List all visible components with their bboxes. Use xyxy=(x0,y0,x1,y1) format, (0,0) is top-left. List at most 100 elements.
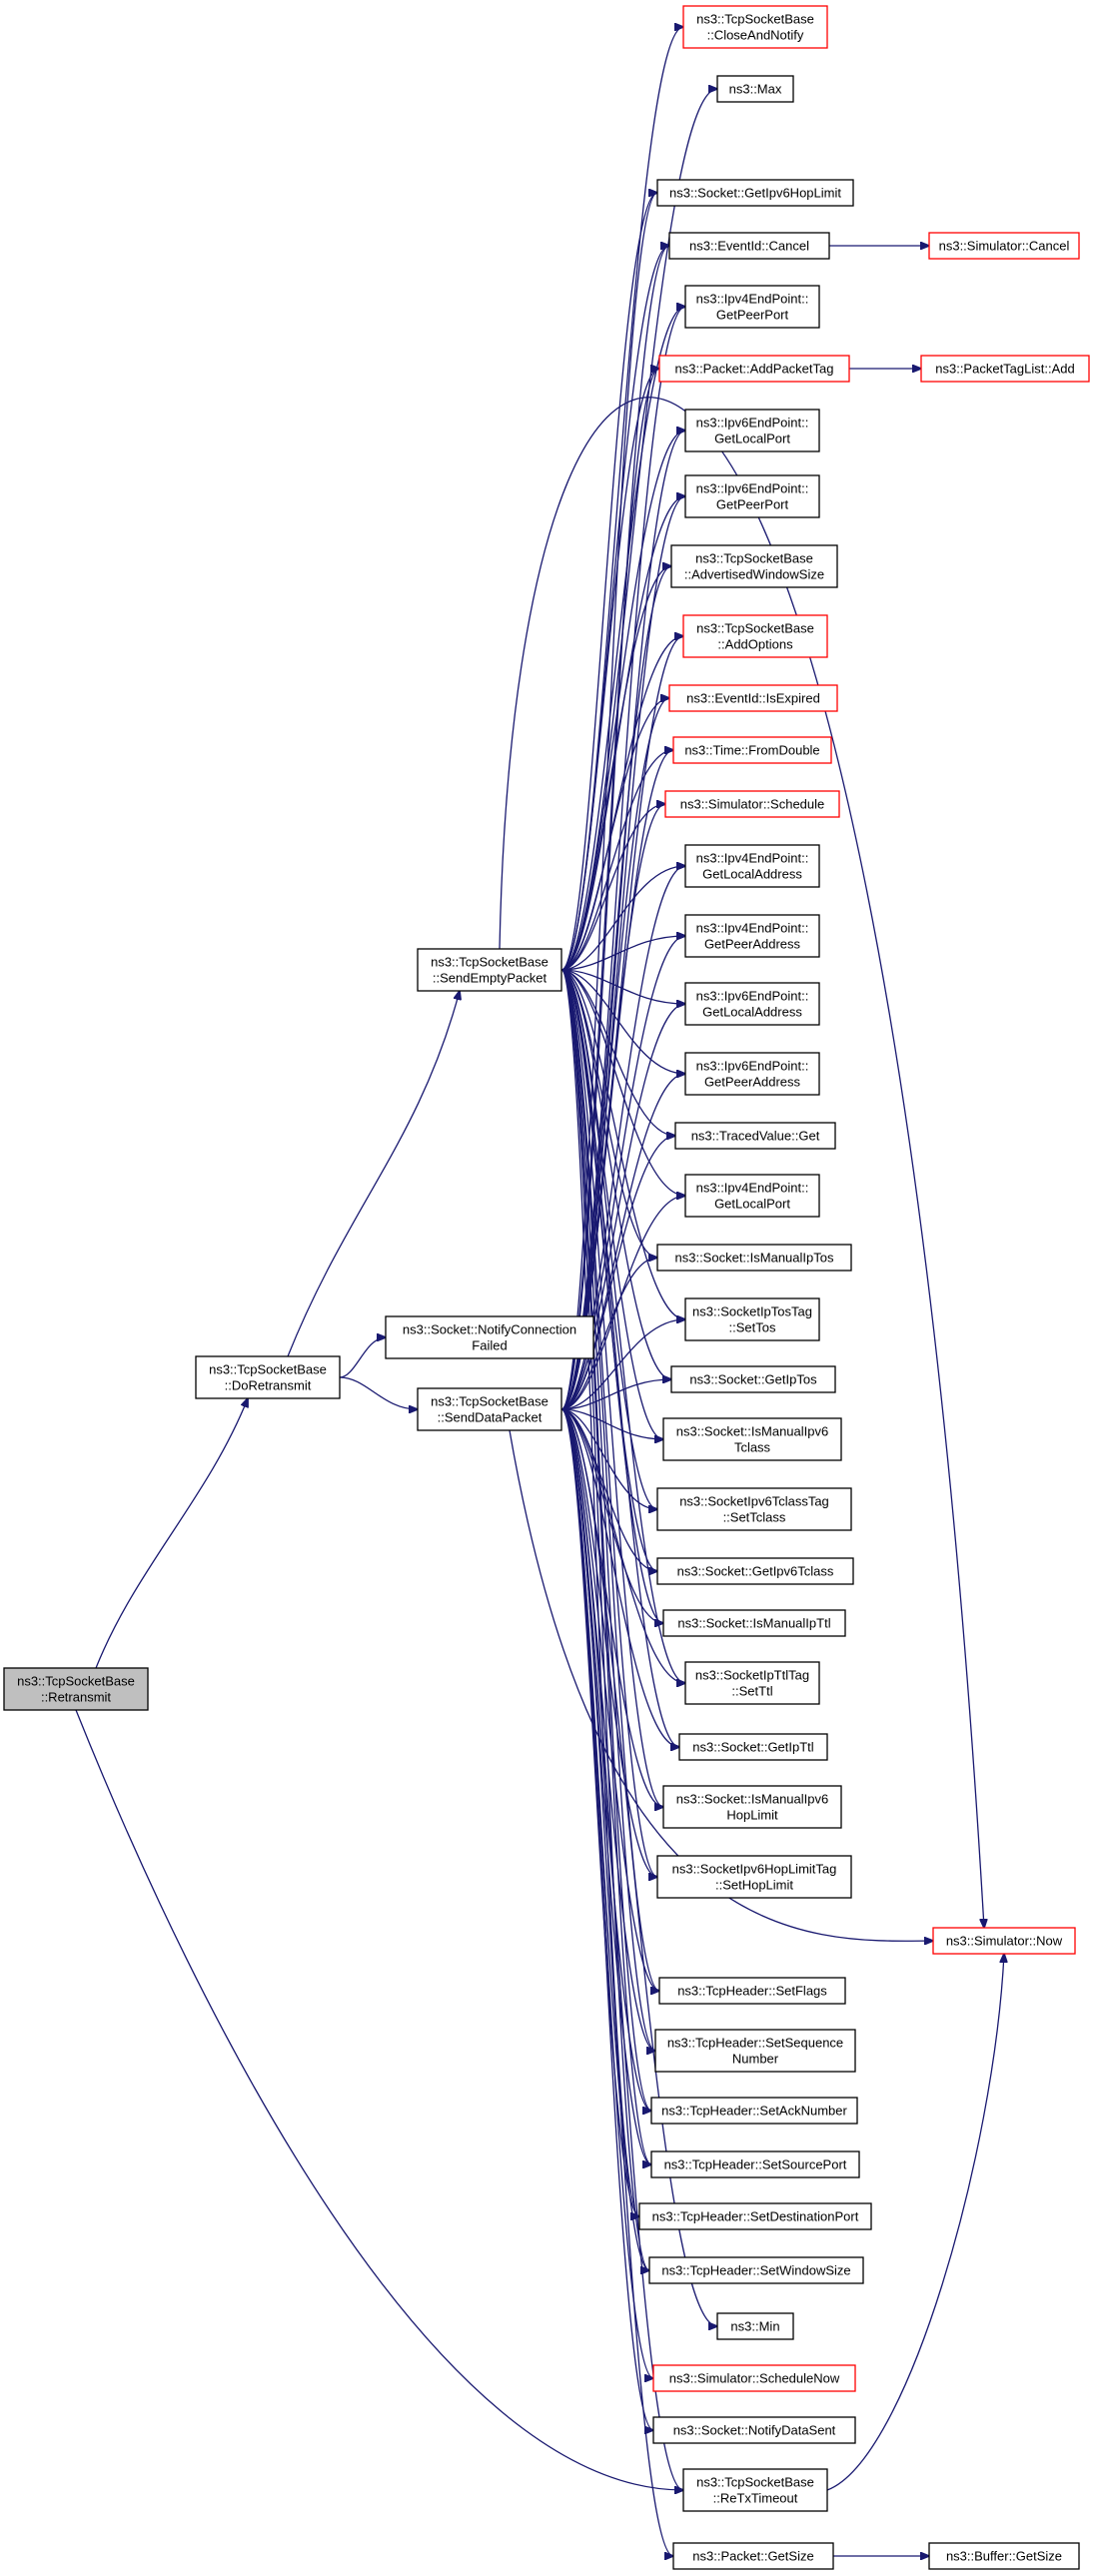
node-box xyxy=(684,844,820,888)
node-set-window-size[interactable]: ns3::TcpHeader::SetWindowSize xyxy=(648,2256,864,2284)
node-get-ipv6-hop-limit[interactable]: ns3::Socket::GetIpv6HopLimit xyxy=(656,179,854,207)
edge-send-empty-packet-to-advertised-window-size xyxy=(560,566,671,971)
node-box xyxy=(650,2150,860,2178)
edge-re-tx-timeout-to-sim-now xyxy=(826,1954,1004,2491)
node-box xyxy=(684,914,820,958)
node-packet-get-size[interactable]: ns3::Packet::GetSize xyxy=(672,2542,834,2570)
node-ip-ttl-set-ttl[interactable]: ns3::SocketIpTtlTag::SetTtl xyxy=(684,1661,820,1705)
node-get-ip-tos[interactable]: ns3::Socket::GetIpTos xyxy=(670,1365,836,1393)
node-tclass-set-tclass[interactable]: ns3::SocketIpv6TclassTag::SetTclass xyxy=(656,1487,852,1531)
node-box xyxy=(656,179,854,207)
node-label-line: ns3::TcpSocketBase xyxy=(431,1394,548,1409)
node-traced-value-get[interactable]: ns3::TracedValue::Get xyxy=(674,1122,836,1150)
node-box xyxy=(650,2097,858,2125)
node-sim-cancel[interactable]: ns3::Simulator::Cancel xyxy=(928,232,1080,260)
node-is-manual-ip-ttl[interactable]: ns3::Socket::IsManualIpTtl xyxy=(662,1609,846,1637)
node-get-ipv6-tclass[interactable]: ns3::Socket::GetIpv6Tclass xyxy=(656,1557,854,1585)
node-set-source-port[interactable]: ns3::TcpHeader::SetSourcePort xyxy=(650,2150,860,2178)
node-label-line: GetLocalAddress xyxy=(702,1005,802,1020)
node-label-line: ns3::Simulator::Cancel xyxy=(939,239,1070,254)
edge-do-retransmit-to-notify-conn-failed xyxy=(339,1337,386,1378)
node-is-expired[interactable]: ns3::EventId::IsExpired xyxy=(668,684,838,712)
node-label-line: ns3::Ipv4EndPoint:: xyxy=(696,921,809,936)
node-set-ack-number[interactable]: ns3::TcpHeader::SetAckNumber xyxy=(650,2097,858,2125)
node-sim-now[interactable]: ns3::Simulator::Now xyxy=(932,1927,1076,1955)
node-box xyxy=(682,614,828,658)
node-label-line: ns3::TcpSocketBase xyxy=(209,1362,327,1377)
node-send-data-packet[interactable]: ns3::TcpSocketBase::SendDataPacket xyxy=(417,1387,562,1431)
node-label-line: ns3::TcpHeader::SetWindowSize xyxy=(661,2263,850,2278)
edge-send-data-packet-to-tclass-set-tclass xyxy=(560,1408,657,1509)
node-label-line: ns3::Socket::GetIpv6HopLimit xyxy=(669,186,841,201)
node-label-line: ns3::Packet::AddPacketTag xyxy=(675,362,834,377)
edge-send-empty-packet-to-sim-schedule xyxy=(560,804,665,971)
node-label-line: ::AdvertisedWindowSize xyxy=(684,567,824,582)
edge-send-data-packet-to-ipv4-get-peer-address xyxy=(560,936,685,1410)
node-packet-tag-list-add[interactable]: ns3::PacketTagList::Add xyxy=(920,355,1090,383)
edge-send-empty-packet-to-add-packet-tag xyxy=(560,369,659,971)
edge-send-data-packet-to-get-ipv6-hop-limit xyxy=(560,193,657,1410)
node-get-ip-ttl[interactable]: ns3::Socket::GetIpTtl xyxy=(678,1733,828,1761)
node-box xyxy=(684,982,820,1026)
node-re-tx-timeout[interactable]: ns3::TcpSocketBase::ReTxTimeout xyxy=(682,2468,828,2512)
node-ip-tos-set-tos[interactable]: ns3::SocketIpTosTag::SetTos xyxy=(684,1297,820,1341)
node-notify-data-sent[interactable]: ns3::Socket::NotifyDataSent xyxy=(652,2416,856,2444)
edge-send-empty-packet-to-max xyxy=(560,89,717,971)
node-box xyxy=(656,1487,852,1531)
node-is-manual-ip-tos[interactable]: ns3::Socket::IsManualIpTos xyxy=(656,1244,852,1272)
node-label-line: ns3::Socket::GetIpv6Tclass xyxy=(677,1564,834,1579)
node-ipv4-get-local-port[interactable]: ns3::Ipv4EndPoint::GetLocalPort xyxy=(684,1174,820,1218)
node-label-line: GetPeerAddress xyxy=(704,1075,801,1090)
edge-send-empty-packet-to-ip-ttl-set-ttl xyxy=(560,969,685,1683)
node-box xyxy=(648,2256,864,2284)
edge-send-empty-packet-to-set-destination-port xyxy=(560,969,639,2216)
node-box xyxy=(682,5,828,49)
node-box xyxy=(664,790,840,818)
node-box xyxy=(662,1417,842,1461)
edge-send-empty-packet-to-set-flags xyxy=(560,969,659,1991)
node-label-line: Failed xyxy=(472,1338,507,1353)
node-ipv4-get-peer-address[interactable]: ns3::Ipv4EndPoint::GetPeerAddress xyxy=(684,914,820,958)
edge-send-empty-packet-to-from-double xyxy=(560,750,673,971)
node-min[interactable]: ns3::Min xyxy=(716,2312,794,2340)
node-retransmit[interactable]: ns3::TcpSocketBase::Retransmit xyxy=(3,1667,149,1711)
node-label-line: GetPeerPort xyxy=(716,308,789,323)
node-box xyxy=(656,1557,854,1585)
node-set-destination-port[interactable]: ns3::TcpHeader::SetDestinationPort xyxy=(638,2202,872,2230)
node-event-id-cancel[interactable]: ns3::EventId::Cancel xyxy=(668,232,830,260)
node-add-packet-tag[interactable]: ns3::Packet::AddPacketTag xyxy=(658,355,850,383)
node-from-double[interactable]: ns3::Time::FromDouble xyxy=(672,736,832,764)
node-ipv6-get-local-address[interactable]: ns3::Ipv6EndPoint::GetLocalAddress xyxy=(684,982,820,1026)
node-label-line: ns3::Packet::GetSize xyxy=(692,2549,813,2564)
node-close-and-notify[interactable]: ns3::TcpSocketBase::CloseAndNotify xyxy=(682,5,828,49)
node-label-line: ns3::SocketIpTtlTag xyxy=(695,1668,809,1683)
node-label-line: ns3::Time::FromDouble xyxy=(684,743,819,758)
node-do-retransmit[interactable]: ns3::TcpSocketBase::DoRetransmit xyxy=(195,1355,341,1399)
node-label-line: ns3::SocketIpTosTag xyxy=(692,1304,812,1319)
node-label-line: ::SetTos xyxy=(729,1320,776,1335)
node-buffer-get-size[interactable]: ns3::Buffer::GetSize xyxy=(928,2542,1080,2570)
node-label-line: ::SendDataPacket xyxy=(438,1410,543,1425)
node-ipv4-get-local-address[interactable]: ns3::Ipv4EndPoint::GetLocalAddress xyxy=(684,844,820,888)
node-send-empty-packet[interactable]: ns3::TcpSocketBase::SendEmptyPacket xyxy=(417,948,562,992)
node-advertised-window-size[interactable]: ns3::TcpSocketBase::AdvertisedWindowSize xyxy=(670,544,838,588)
node-ipv6-get-peer-port[interactable]: ns3::Ipv6EndPoint::GetPeerPort xyxy=(684,474,820,518)
node-sim-schedule[interactable]: ns3::Simulator::Schedule xyxy=(664,790,840,818)
node-label-line: ns3::TcpSocketBase xyxy=(17,1674,135,1689)
node-set-flags[interactable]: ns3::TcpHeader::SetFlags xyxy=(658,1977,846,2005)
node-label-line: GetLocalPort xyxy=(714,431,790,446)
node-hop-limit-set-hop-limit[interactable]: ns3::SocketIpv6HopLimitTag::SetHopLimit xyxy=(656,1855,852,1899)
node-label-line: ns3::EventId::Cancel xyxy=(689,239,809,254)
node-schedule-now[interactable]: ns3::Simulator::ScheduleNow xyxy=(652,2364,856,2392)
node-max[interactable]: ns3::Max xyxy=(716,75,794,103)
node-label-line: ns3::Ipv4EndPoint:: xyxy=(696,1181,809,1196)
node-box xyxy=(928,232,1080,260)
node-add-options[interactable]: ns3::TcpSocketBase::AddOptions xyxy=(682,614,828,658)
node-ipv6-get-peer-address[interactable]: ns3::Ipv6EndPoint::GetPeerAddress xyxy=(684,1052,820,1096)
node-ipv6-get-local-port[interactable]: ns3::Ipv6EndPoint::GetLocalPort xyxy=(684,409,820,452)
node-ipv4-get-peer-port[interactable]: ns3::Ipv4EndPoint::GetPeerPort xyxy=(684,285,820,329)
